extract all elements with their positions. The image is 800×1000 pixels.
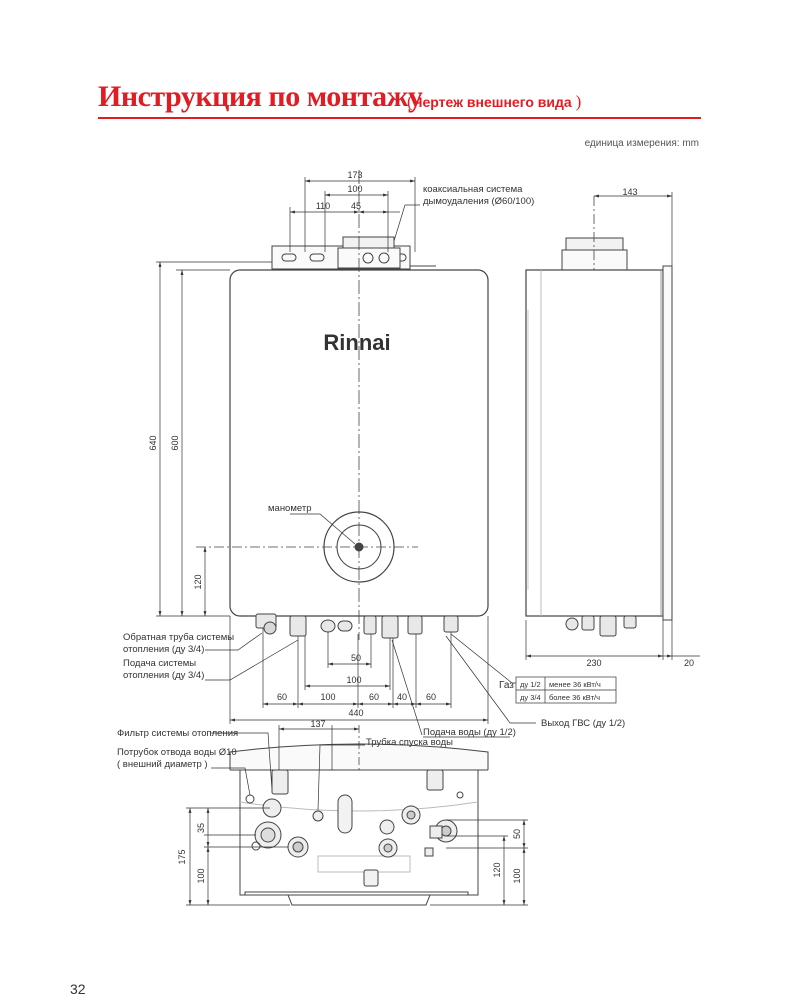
gas-table-power-1: менее 36 кВт/ч [549,680,601,689]
bottom-view-dimensions [186,725,528,906]
dim-100-row: 100 [320,692,335,702]
gas-table-size-1: ду 1/2 [520,680,541,689]
side-view [525,196,673,637]
heating-supply-label-1: Подача системы [123,658,196,669]
dim-50-right: 50 [512,829,522,839]
dim-45: 45 [351,201,361,211]
left-dimensions [156,261,272,617]
side-flue-collar [565,237,624,251]
drain-tube [312,810,324,822]
dim-60-c: 60 [426,692,436,702]
gauge-label: манометр [268,503,311,514]
dim-100-right: 100 [512,868,522,883]
units-label: единица измерения: mm [584,138,699,149]
brand-logo: Rinnai [323,330,390,355]
heating-return-label-2: отопления (ду 3/4) [123,644,204,655]
dim-40: 40 [397,692,407,702]
flue-label-2: дымоудаления (Ø60/100) [423,196,534,207]
bottom-dimensions [205,616,536,736]
dim-173: 173 [347,170,362,180]
dim-137: 137 [310,719,325,729]
gas-table [515,676,617,704]
dim-60-a: 60 [277,692,287,702]
side-bottom-fittings [565,615,637,637]
dim-100-left: 100 [196,868,206,883]
bottom-fittings [255,613,459,639]
bottom-view [229,743,489,906]
heating-return-label-1: Обратная труба системы [123,632,234,643]
dim-100-bottom: 100 [346,675,361,685]
dim-110: 110 [316,201,330,211]
dhw-outlet-label: Выход ГВС (ду 1/2) [541,718,625,729]
dim-100-top: 100 [347,184,362,194]
dim-600: 600 [170,435,180,450]
water-supply-label: Подача воды (ду 1/2) [423,727,516,738]
dim-20: 20 [684,658,694,668]
dim-230: 230 [586,658,601,668]
dim-50-bottom: 50 [351,653,361,663]
dim-175: 175 [177,849,187,864]
flue-label-1: коаксиальная система [423,184,523,195]
dim-143: 143 [622,187,637,197]
page-header: Инструкция по монтажу (Чертеж внешнего в… [98,78,700,118]
side-dimensions [525,192,700,660]
dim-35: 35 [196,823,206,833]
dim-640: 640 [148,435,158,450]
dim-120-front: 120 [193,574,203,589]
gas-label: Газ [499,680,514,691]
dim-440: 440 [348,708,363,718]
page-number: 32 [70,981,86,997]
gas-table-power-2: более 36 кВт/ч [549,693,600,702]
top-dimensions [289,177,420,252]
side-casing [525,269,664,617]
drain-nozzle-label-1: Потрубок отвода воды Ø10 [117,747,237,758]
title-underline [98,117,701,119]
dim-120-right: 120 [492,862,502,877]
gas-table-size-2: ду 3/4 [520,693,541,702]
drain-tube-label: Трубка спуска воды [366,737,453,748]
heating-supply-label-2: отопления (ду 3/4) [123,670,204,681]
page-subtitle: (Чертеж внешнего вида ) [407,92,582,111]
drain-nozzle-label-2: ( внешний диаметр ) [117,759,208,770]
page-title: Инструкция по монтажу [98,80,423,113]
dim-60-b: 60 [369,692,379,702]
heating-filter-label: Фильтр системы отопления [117,728,238,739]
flue-collar [342,236,395,249]
front-view [196,170,489,640]
